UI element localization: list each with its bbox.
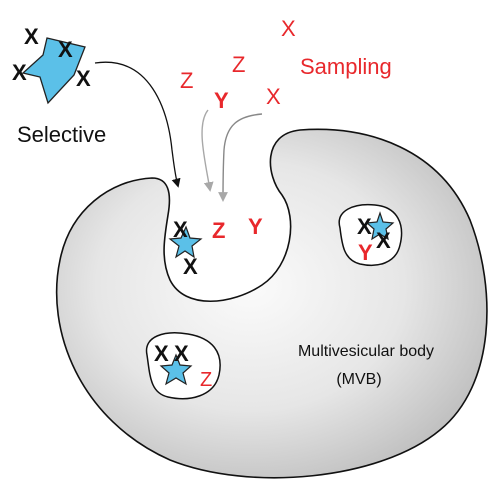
cargo-x-selective-1: X: [24, 24, 39, 49]
cargo-x-bud-1: X: [173, 217, 188, 242]
mvb-membrane: [55, 128, 488, 479]
star-budding-cargo: [168, 225, 203, 259]
cargo-z-sampling-1: Z: [232, 52, 245, 77]
cargo-y-sampling: Y: [214, 88, 229, 113]
cargo-x-vesicle-ll-1: X: [154, 341, 169, 366]
cargo-x-sampling: X: [281, 16, 296, 41]
label-mvb-title: Multivesicular body: [298, 343, 434, 360]
cargo-z-vesicle-ll: Z: [200, 369, 212, 391]
cargo-x-selective-3: X: [12, 60, 27, 85]
label-mvb-abbrev: (MVB): [336, 371, 381, 388]
label-sampling: Sampling: [300, 54, 392, 79]
cargo-x-vesicle-right-1: X: [357, 214, 372, 239]
star-selective-cargo: [21, 37, 86, 105]
cargo-x-selective-2: X: [58, 37, 73, 62]
cargo-x-selective-4: X: [76, 66, 91, 91]
label-selective: Selective: [17, 122, 106, 147]
cargo-y-vesicle-right: Y: [358, 240, 373, 265]
cargo-x-bud-2: X: [183, 254, 198, 279]
cargo-y-bud: Y: [248, 214, 263, 239]
cargo-z-bud: Z: [212, 218, 225, 243]
sampling-arrow-gray: [201, 109, 214, 192]
cargo-x-sampling-2: X: [266, 84, 281, 109]
selective-arrow: [94, 61, 181, 188]
star-vesicle-lower-left: [159, 353, 193, 386]
cargo-z-sampling-2: Z: [180, 68, 193, 93]
star-vesicle-right: [365, 211, 395, 241]
cargo-x-vesicle-ll-2: X: [174, 341, 189, 366]
vesicle-right: [338, 203, 403, 266]
cargo-x-vesicle-right-2: X: [376, 228, 391, 253]
sampling-arrow-dark: [218, 113, 263, 202]
